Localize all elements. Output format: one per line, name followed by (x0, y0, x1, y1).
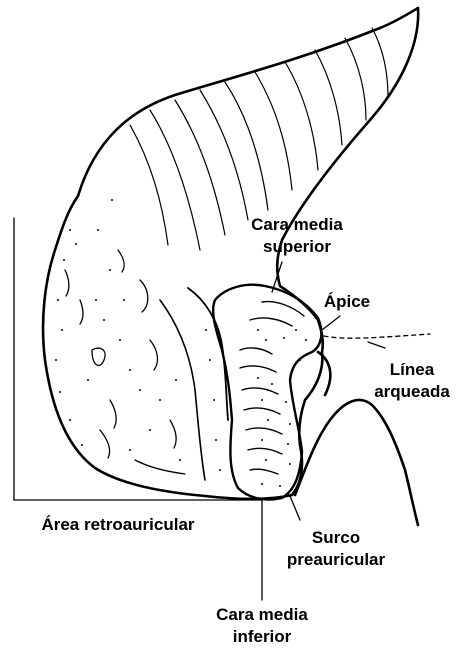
label-cara-media-inferior-line2: inferior (233, 627, 292, 646)
retroauricular-texture (65, 250, 185, 474)
label-linea-arqueada-line1: Línea (390, 360, 435, 379)
label-surco-preauricular-line1: Surco (312, 528, 360, 547)
label-apice: Ápice (324, 292, 370, 311)
label-group-cara-media-inferior: Cara media inferior (216, 605, 308, 646)
leader-lines (14, 218, 430, 600)
leader-surco-preauricular (290, 496, 300, 520)
leader-linea-arqueada (324, 334, 430, 338)
retroauricular-edge (160, 300, 205, 480)
ilium-bone-drawing (43, 8, 418, 525)
auricular-ridges (240, 302, 304, 474)
label-cara-media-superior-line1: Cara media (251, 215, 343, 234)
label-surco-preauricular-line2: preauricular (287, 550, 386, 569)
label-linea-arqueada-line2: arqueada (374, 382, 450, 401)
label-area-retroauricular: Área retroauricular (41, 515, 194, 534)
lower-right-contour (295, 400, 418, 525)
label-group-cara-media-superior: Cara media superior (251, 215, 343, 256)
label-cara-media-superior-line2: superior (263, 237, 331, 256)
leader-linea-arqueada-label (368, 342, 385, 348)
leader-apice (322, 316, 340, 330)
label-group-surco-preauricular: Surco preauricular (287, 528, 386, 569)
label-cara-media-inferior-line1: Cara media (216, 605, 308, 624)
label-group-linea-arqueada: Línea arqueada (374, 360, 450, 401)
